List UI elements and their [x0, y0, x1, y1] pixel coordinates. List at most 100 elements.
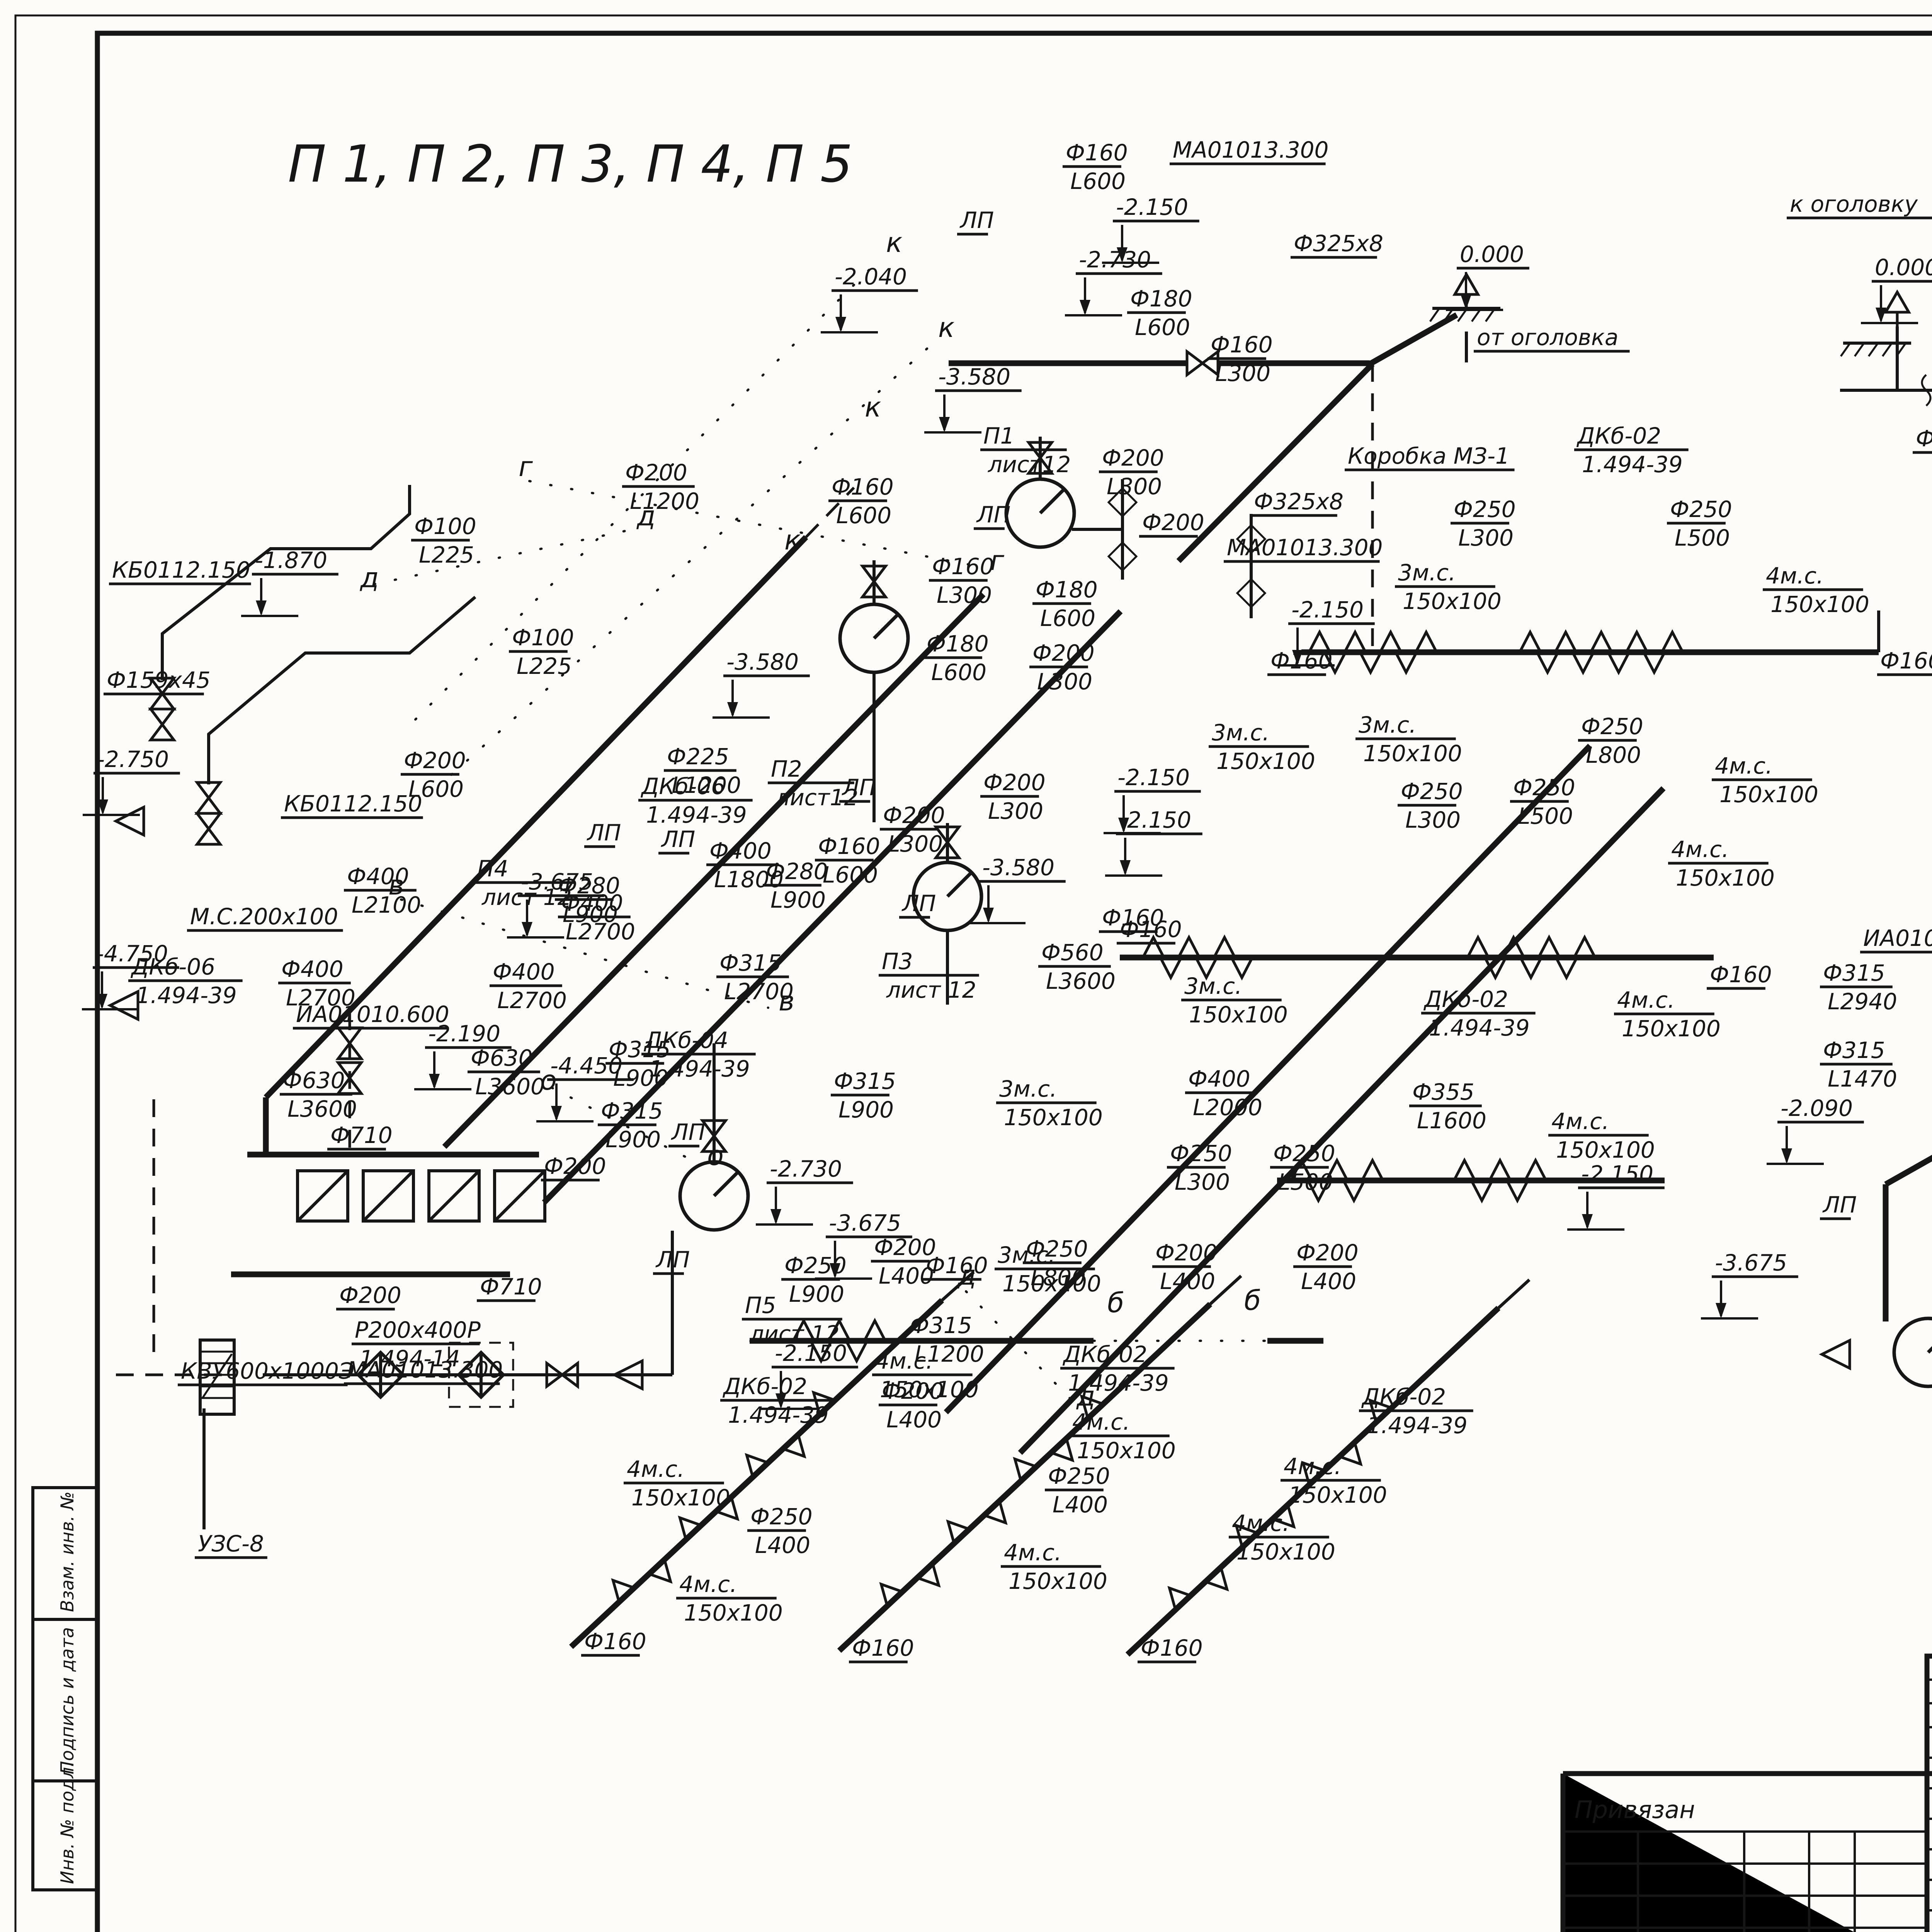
valve-icon: [197, 813, 220, 844]
svg-text:ЛП: ЛП: [661, 826, 695, 852]
svg-text:лист12: лист12: [988, 451, 1071, 478]
svg-text:L300: L300: [1175, 1169, 1230, 1195]
svg-text:Ф100: Ф100: [414, 513, 476, 539]
svg-text:150х100: 150х100: [1189, 1002, 1288, 1028]
svg-text:ЛП: ЛП: [976, 502, 1010, 528]
svg-text:д: д: [360, 562, 379, 594]
svg-text:к: к: [784, 524, 801, 556]
svg-text:-2.090: -2.090: [1781, 1095, 1853, 1121]
schematic-label: к: [938, 312, 954, 344]
schematic-label: 0.000: [1861, 254, 1932, 324]
schematic-label: -2.750: [83, 746, 180, 816]
schematic-label: Ф160: [1138, 1635, 1203, 1663]
svg-text:д: д: [957, 1260, 976, 1291]
schematic-label: ДКб-02 1.494-39: [1421, 986, 1536, 1041]
svg-text:L300: L300: [1037, 668, 1092, 695]
schematic-label: -2.040: [821, 264, 918, 333]
svg-text:-2.150: -2.150: [1291, 597, 1364, 623]
svg-text:4м.с.: 4м.с.: [1715, 753, 1772, 779]
schematic-label: д: [1076, 1381, 1095, 1412]
svg-text:Ф400: Ф400: [561, 890, 623, 916]
svg-text:L300: L300: [988, 798, 1043, 824]
svg-text:L3600: L3600: [287, 1096, 357, 1122]
svg-text:Ф560: Ф560: [1041, 939, 1104, 966]
svg-text:L400: L400: [879, 1263, 934, 1289]
schematic-label: -2.150: [761, 1340, 858, 1410]
svg-text:МА01013.300: МА01013.300: [1173, 137, 1328, 163]
svg-text:-2.150: -2.150: [1581, 1161, 1653, 1187]
svg-text:Ф250: Ф250: [1170, 1140, 1232, 1167]
svg-text:ЛП: ЛП: [959, 207, 994, 233]
svg-text:L400: L400: [1053, 1492, 1108, 1518]
svg-text:-2.750: -2.750: [97, 746, 169, 772]
svg-text:L500: L500: [1675, 525, 1730, 551]
svg-text:лист12: лист12: [775, 784, 858, 811]
svg-text:Коробка МЗ-1: Коробка МЗ-1: [1348, 443, 1510, 469]
svg-text:L500: L500: [1278, 1169, 1333, 1195]
svg-text:L600: L600: [931, 659, 986, 685]
svg-text:L3600: L3600: [1046, 968, 1116, 994]
svg-text:к: к: [865, 391, 881, 423]
svg-text:L600: L600: [836, 502, 891, 529]
svg-text:ЛП: ЛП: [671, 1119, 705, 1145]
schematic-label: П 1, П 2, П 3, П 4, П 5: [288, 134, 853, 194]
svg-text:-2.730: -2.730: [1079, 247, 1151, 273]
schematic-label: Ф710: [477, 1274, 542, 1302]
svg-text:ЛП: ЛП: [587, 820, 621, 846]
svg-text:L2700: L2700: [286, 985, 355, 1011]
schematic-label: Ф160: [1117, 916, 1182, 945]
svg-text:ДКб-02: ДКб-02: [1423, 986, 1508, 1012]
svg-text:П5: П5: [745, 1292, 776, 1318]
schematic-label: Коробка МЗ-1: [1345, 443, 1515, 471]
svg-text:Ф160: Ф160: [832, 474, 894, 500]
schematic-label: ИА01010.400: [1860, 925, 1932, 954]
svg-text:ДКб-02: ДКб-02: [1062, 1341, 1147, 1367]
schematic-label: КБ0112.150: [109, 557, 251, 585]
schematic-label: ЛП: [1820, 1192, 1857, 1220]
schematic-label: ДКб-041.494-39: [641, 1027, 756, 1082]
fan-p5-icon: [680, 1162, 748, 1230]
ground-icon: [1841, 343, 1911, 356]
svg-text:П4: П4: [477, 855, 509, 882]
svg-text:-3.675: -3.675: [521, 869, 593, 895]
svg-text:д: д: [636, 500, 655, 532]
svg-text:-2.190: -2.190: [428, 1020, 500, 1047]
svg-text:Ф160: Ф160: [932, 553, 994, 580]
svg-text:L500: L500: [1518, 803, 1573, 829]
svg-text:о: о: [707, 1140, 724, 1172]
svg-text:L600: L600: [823, 862, 878, 888]
svg-text:Ф200: Ф200: [625, 459, 687, 486]
schematic-label: 4м.с.150х100: [1712, 753, 1818, 808]
schematic-label: МА01013.300: [1170, 137, 1328, 165]
svg-text:3м.с.: 3м.с.: [1398, 560, 1456, 586]
svg-text:L1600: L1600: [1417, 1107, 1486, 1134]
svg-text:Ф160: Ф160: [1211, 332, 1273, 358]
svg-text:3м.с.: 3м.с.: [999, 1076, 1057, 1102]
svg-text:L300: L300: [888, 831, 943, 857]
svg-text:Ф250: Ф250: [1670, 496, 1732, 522]
svg-text:L400: L400: [755, 1532, 810, 1558]
svg-text:150х100: 150х100: [1009, 1568, 1107, 1594]
schematic-label: д: [957, 1260, 976, 1291]
svg-text:Ф325х8: Ф325х8: [1294, 230, 1383, 257]
svg-text:к: к: [938, 312, 954, 344]
svg-text:1.494-39: 1.494-39: [1429, 1015, 1530, 1041]
svg-text:Ф160: Ф160: [1270, 648, 1333, 674]
schematic-label: г: [990, 545, 1005, 577]
schematic-label: 4м.с.150х100: [1668, 836, 1775, 891]
schematic-label: -3.580: [968, 854, 1066, 924]
